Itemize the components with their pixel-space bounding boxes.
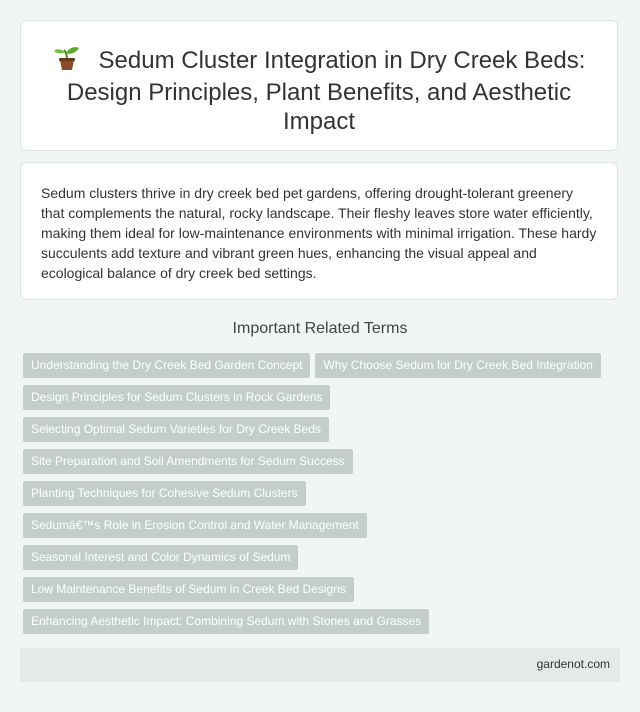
related-term-tag[interactable]: Low Maintenance Benefits of Sedum in Cre…: [23, 577, 354, 602]
page-title: Sedum Cluster Integration in Dry Creek B…: [21, 21, 617, 136]
related-term-tag[interactable]: Why Choose Sedum for Dry Creek Bed Integ…: [315, 353, 601, 378]
related-terms-list: Understanding the Dry Creek Bed Garden C…: [23, 353, 623, 641]
related-terms-heading: Important Related Terms: [232, 320, 408, 337]
related-term-tag[interactable]: Selecting Optimal Sedum Varieties for Dr…: [23, 417, 329, 442]
summary-card: Sedum clusters thrive in dry creek bed p…: [20, 162, 618, 300]
related-term-tag[interactable]: Seasonal Interest and Color Dynamics of …: [23, 545, 299, 570]
related-term-tag[interactable]: Design Principles for Sedum Clusters in …: [23, 385, 331, 410]
summary-text: Sedum clusters thrive in dry creek bed p…: [41, 185, 597, 281]
related-term-tag[interactable]: Planting Techniques for Cohesive Sedum C…: [23, 481, 306, 506]
title-card: Sedum Cluster Integration in Dry Creek B…: [20, 20, 618, 151]
footer: gardenot.com: [20, 648, 620, 682]
sprout-icon: [53, 45, 81, 78]
related-term-tag[interactable]: Site Preparation and Soil Amendments for…: [23, 449, 353, 474]
related-term-tag[interactable]: Sedumâ€™s Role in Erosion Control and Wa…: [23, 513, 367, 538]
site-link[interactable]: gardenot.com: [536, 657, 610, 671]
page-title-text: Sedum Cluster Integration in Dry Creek B…: [66, 47, 586, 135]
related-term-tag[interactable]: Understanding the Dry Creek Bed Garden C…: [23, 353, 311, 378]
related-term-tag[interactable]: Enhancing Aesthetic Impact: Combining Se…: [23, 609, 430, 634]
